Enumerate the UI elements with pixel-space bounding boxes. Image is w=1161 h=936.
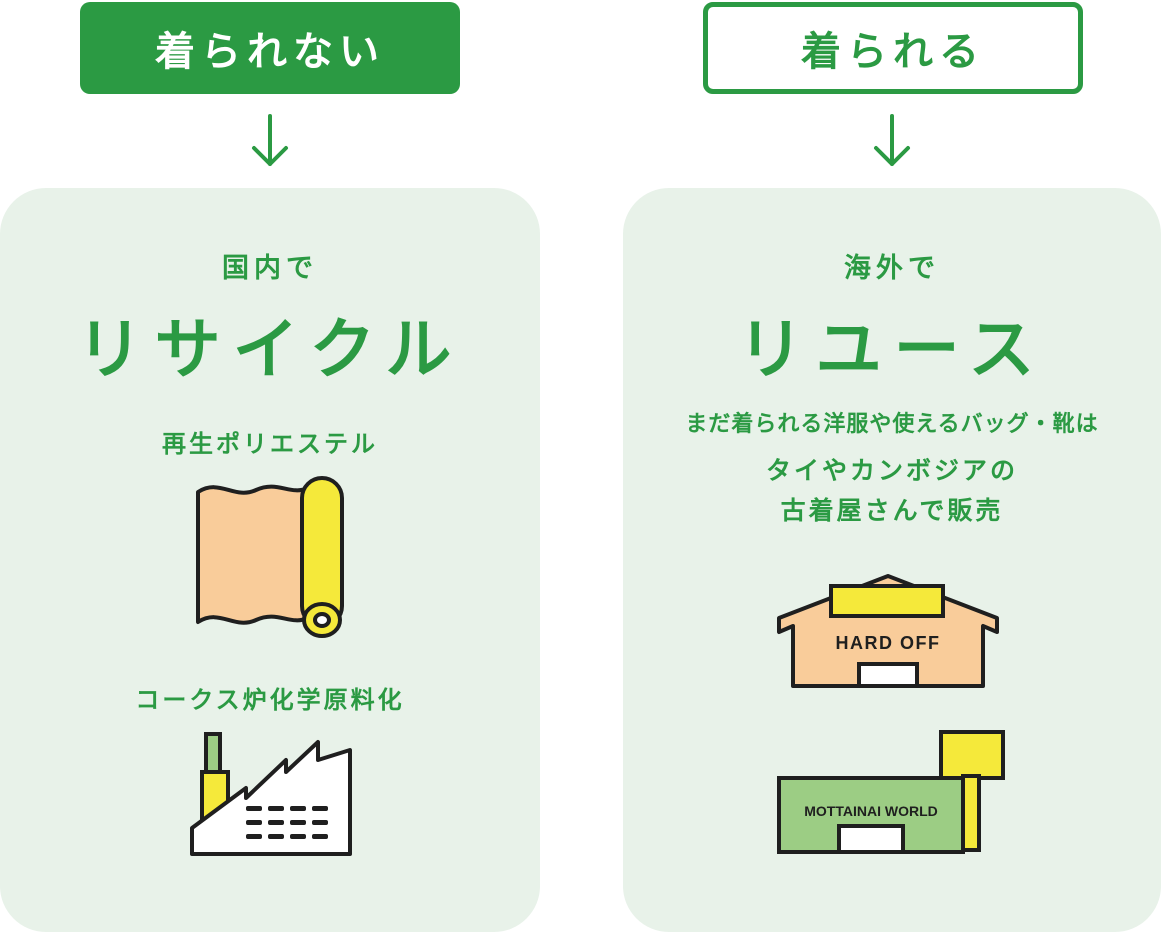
wearable-column: 着られる 海外で リユース まだ着られる洋服や使えるバッグ・靴は タイやカンボジ… xyxy=(623,0,1161,936)
hard-off-sign: HARD OFF xyxy=(836,633,941,653)
store-icon: MOTTAINAI WORLD xyxy=(777,730,1005,854)
not-wearable-header: 着られない xyxy=(80,2,460,94)
reuse-destination-line1: タイやカンボジアの xyxy=(765,456,1018,485)
mottainai-world-sign: MOTTAINAI WORLD xyxy=(804,803,938,819)
recycled-polyester-label: 再生ポリエステル xyxy=(162,430,378,458)
reuse-description: まだ着られる洋服や使えるバッグ・靴は xyxy=(685,412,1099,437)
recycle-subtitle: 国内で xyxy=(222,253,318,284)
arrow-down-icon xyxy=(874,114,910,166)
factory-icon xyxy=(190,732,352,856)
recycle-title: リサイクル xyxy=(76,311,464,388)
reuse-title: リユース xyxy=(737,311,1047,388)
not-wearable-column: 着られない 国内で リサイクル 再生ポリエステル コークス炉化学原料化 xyxy=(0,0,540,936)
arrow-down-icon xyxy=(252,114,288,166)
fabric-roll-icon xyxy=(196,476,344,638)
reuse-subtitle: 海外で xyxy=(844,253,940,284)
coke-oven-label: コークス炉化学原料化 xyxy=(135,686,405,714)
store-icon: HARD OFF xyxy=(777,574,999,688)
reuse-destination-line2: 古着屋さんで販売 xyxy=(780,496,1004,525)
wearable-header: 着られる xyxy=(703,2,1083,94)
